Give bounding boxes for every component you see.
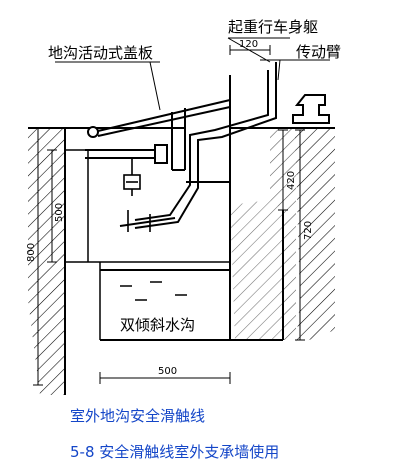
dim-500-left: 500 (54, 203, 65, 222)
transmission-arm (119, 62, 277, 229)
cover-plate (85, 99, 231, 164)
transmission-arm-label: 传动臂 (296, 43, 341, 61)
caption-title: 室外地沟安全滑触线 (70, 407, 206, 425)
rail (292, 94, 330, 124)
dim-500-bottom: 500 (158, 366, 177, 377)
drain-floor (65, 149, 230, 340)
earth-hatching (28, 128, 335, 395)
dim-120: 120 (239, 39, 258, 50)
dim-420: 420 (286, 171, 297, 190)
insulator (123, 158, 151, 232)
caption-subtitle: 5-8 安全滑触线室外支承墙使用 (70, 443, 280, 461)
dimension-lines (33, 45, 305, 386)
crane-body-label: 起重行车身躯 (228, 18, 318, 36)
drain-label: 双倾斜水沟 (120, 316, 195, 334)
cover-label: 地沟活动式盖板 (48, 44, 153, 62)
dim-800: 800 (26, 243, 37, 262)
dim-720: 720 (303, 221, 314, 240)
